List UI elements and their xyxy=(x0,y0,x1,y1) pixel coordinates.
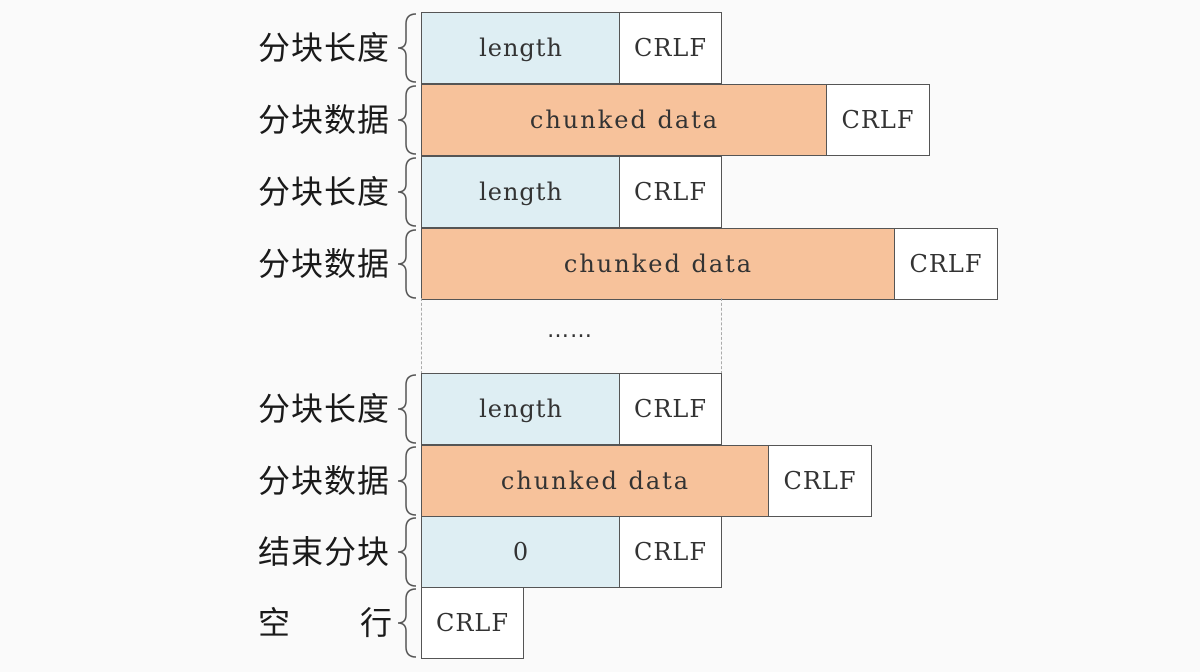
chunked-data-box: chunked data xyxy=(421,84,828,156)
chunked-data-box: chunked data xyxy=(421,228,896,300)
row-label-chunk-data: 分块数据 xyxy=(258,101,391,139)
row-label-chunk-length: 分块长度 xyxy=(258,29,391,67)
row-label-chunk-data: 分块数据 xyxy=(258,462,391,500)
crlf-box: CRLF xyxy=(768,445,872,517)
row-label-empty-line-left: 空 xyxy=(258,604,291,642)
brace-icon xyxy=(397,374,417,444)
row-label-chunk-length: 分块长度 xyxy=(258,173,391,211)
chunked-data-box: chunked data xyxy=(421,445,770,517)
crlf-box: CRLF xyxy=(619,373,722,445)
length-box: length xyxy=(421,373,621,445)
brace-icon xyxy=(397,517,417,587)
zero-length-box: 0 xyxy=(421,516,621,588)
crlf-box: CRLF xyxy=(826,84,930,156)
brace-icon xyxy=(397,588,417,658)
brace-icon xyxy=(397,85,417,155)
row-label-empty-line: 空 行 xyxy=(258,587,392,659)
dashed-guide-right xyxy=(721,298,722,374)
row-label-empty-line-right: 行 xyxy=(359,604,392,642)
length-box: length xyxy=(421,12,621,84)
brace-icon xyxy=(397,13,417,83)
row-label-chunk-data: 分块数据 xyxy=(258,245,391,283)
length-box: length xyxy=(421,156,621,228)
brace-icon xyxy=(397,229,417,299)
row-label-chunk-length: 分块长度 xyxy=(258,390,391,428)
crlf-box: CRLF xyxy=(421,587,524,659)
row-label-end-chunk: 结束分块 xyxy=(258,533,391,571)
crlf-box: CRLF xyxy=(619,12,722,84)
ellipsis: …… xyxy=(547,318,593,343)
brace-icon xyxy=(397,446,417,516)
crlf-box: CRLF xyxy=(619,516,722,588)
crlf-box: CRLF xyxy=(894,228,998,300)
crlf-box: CRLF xyxy=(619,156,722,228)
dashed-guide-left xyxy=(421,298,422,374)
brace-icon xyxy=(397,157,417,227)
